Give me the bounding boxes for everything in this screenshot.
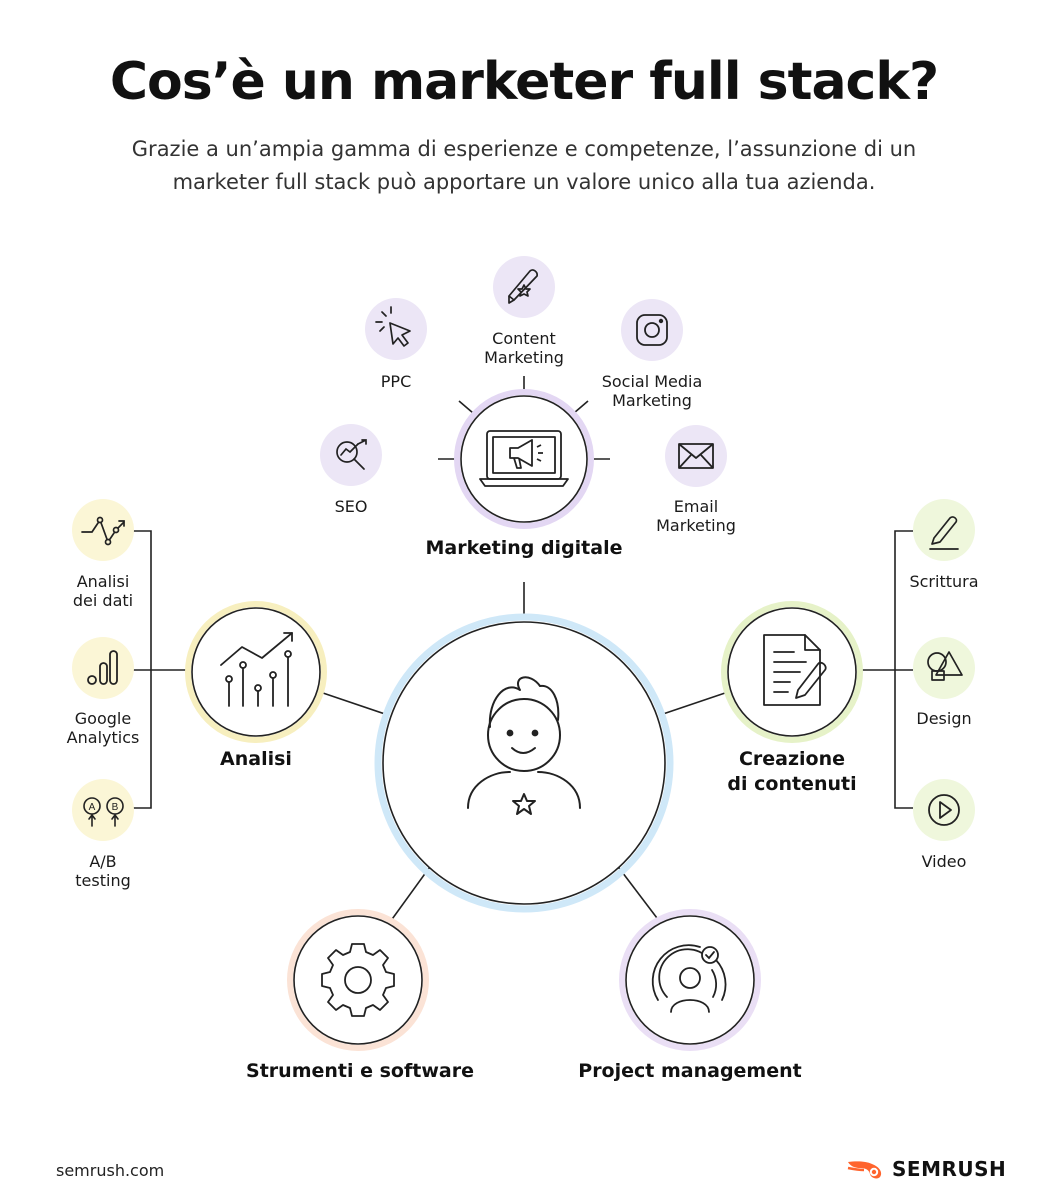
item-video [913,779,975,841]
svg-text:B: B [112,802,119,813]
item-label-scrittura: Scrittura [909,572,979,591]
page-subtitle: Grazie a un’ampia gamma di esperienze e … [131,137,917,194]
hub-label-strumenti: Strumenti e software [246,1060,474,1082]
hub-strumenti [287,909,429,1051]
page-title: Cos’è un marketer full stack? [109,52,939,112]
item-google-analytics [72,637,134,699]
item-label-analisi-dati: Analisi dei dati [72,572,134,610]
hub-label-project: Project management [578,1060,802,1082]
item-design [913,637,975,699]
connector-analisi [319,691,389,716]
item-ab-testing: A B [72,779,134,841]
item-label-video: Video [921,852,967,871]
pen-writing-icon [929,516,959,550]
marketer-avatar-icon [467,676,581,815]
search-chart-icon [336,439,367,470]
shapes-icon [927,651,963,681]
hub-creazione [721,601,863,743]
brand-name: SEMRUSH [892,1157,1007,1181]
connector-lines [133,376,913,923]
line-chart-icon [220,632,293,707]
ab-test-icon [83,797,124,827]
document-pen-icon [763,634,827,706]
footer-site-link[interactable]: semrush.com [56,1161,165,1180]
item-label-ppc: PPC [380,372,412,391]
data-trend-icon [81,516,125,546]
hub-label-marketing: Marketing digitale [425,537,623,559]
svg-text:A: A [89,802,96,813]
item-ppc [365,298,427,360]
hub-marketing [454,389,594,529]
item-seo [320,424,382,486]
item-label-google-analytics: Google Analytics [66,709,140,747]
item-label-social-media-marketing: Social Media Marketing [601,372,703,410]
item-label-design: Design [916,709,972,728]
semrush-fire-logo-icon [847,1161,882,1179]
analytics-bars-icon [87,650,118,685]
cursor-click-icon [375,306,411,347]
brand-logo: SEMRUSH [846,1157,1006,1181]
hub-label-creazione: Creazione di contenuti [727,748,857,795]
item-content-marketing [493,256,555,318]
connector-creazione [659,691,729,716]
item-label-ab-testing: A/B testing [75,852,131,890]
envelope-icon [678,443,714,469]
item-scrittura [913,499,975,561]
target-person-icon [651,944,727,1013]
item-email-marketing [665,425,727,487]
item-label-seo: SEO [334,497,368,516]
center-node [374,613,674,913]
hub-analisi [185,601,327,743]
item-label-content-marketing: Content Marketing [484,329,564,367]
instagram-icon [636,314,668,346]
gear-icon [321,943,395,1017]
hub-label-analisi: Analisi [220,748,292,770]
play-icon [928,794,960,826]
item-social-media-marketing [621,299,683,361]
item-label-email-marketing: Email Marketing [656,497,736,535]
hub-project [619,909,761,1051]
pencil-star-icon [508,269,538,304]
laptop-megaphone-icon [479,430,569,487]
item-analisi-dati [72,499,134,561]
